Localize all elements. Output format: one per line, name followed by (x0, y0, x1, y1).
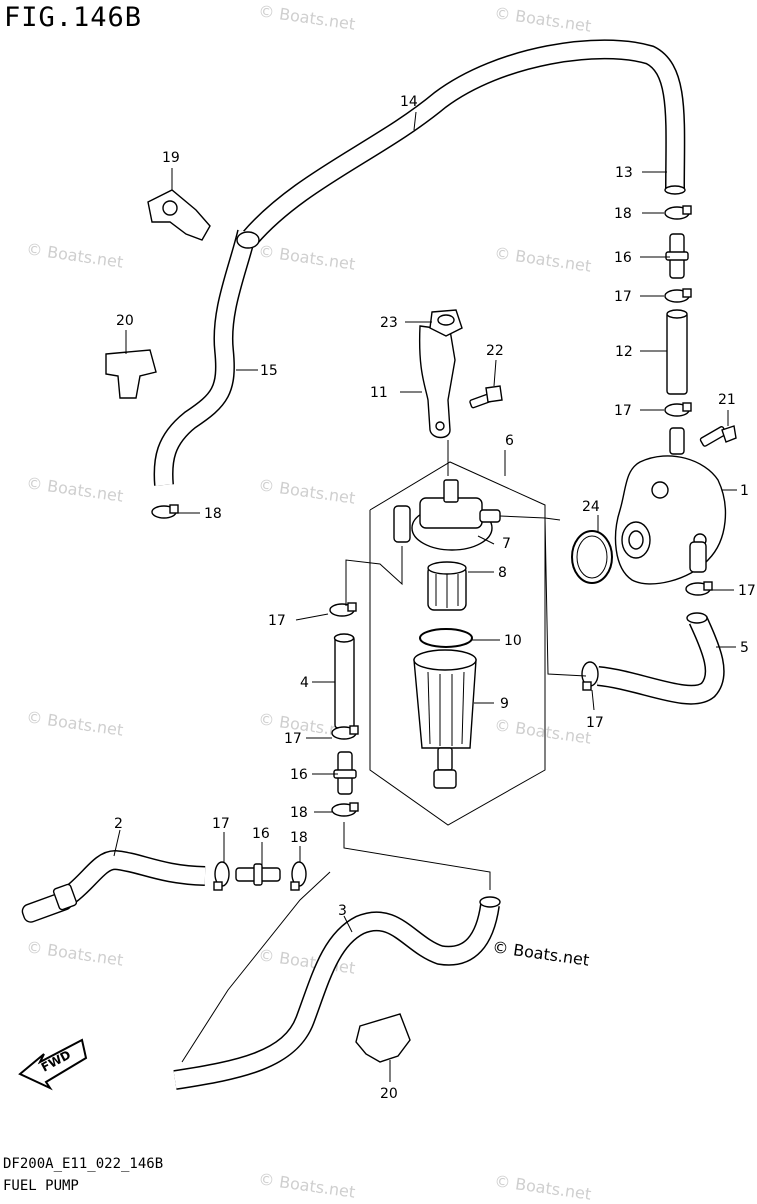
callout-24: 24 (582, 499, 600, 515)
callout-21: 21 (718, 392, 736, 408)
o-ring-10 (419, 628, 473, 648)
holder-20 (355, 1013, 411, 1063)
callout-5: 5 (740, 640, 749, 656)
filter-cup (413, 649, 477, 789)
clamp-17 (664, 288, 692, 303)
callout-18: 18 (290, 830, 308, 846)
fitting-16 (235, 863, 281, 886)
nut-23 (429, 309, 463, 337)
hose-3 (173, 896, 501, 1090)
bracket-11 (418, 325, 456, 439)
callout-18: 18 (290, 805, 308, 821)
fuel-pump (614, 427, 727, 585)
hose-13-end (664, 185, 686, 195)
clamp-17 (213, 861, 230, 891)
callout-17: 17 (586, 715, 604, 731)
connector-lines (181, 515, 587, 1063)
figure-name: FUEL PUMP (3, 1178, 79, 1194)
o-ring-24 (571, 530, 613, 584)
fitting-16 (333, 751, 357, 795)
callout-16: 16 (252, 826, 270, 842)
bolt-21 (699, 425, 737, 447)
callout-11: 11 (370, 385, 388, 401)
callout-2: 2 (114, 816, 123, 832)
callout-17: 17 (738, 583, 756, 599)
callout-1: 1 (740, 483, 749, 499)
clamp-17 (685, 581, 713, 596)
callouts: 1 2 3 4 5 6 7 8 9 10 11 12 13 14 15 16 1… (114, 94, 756, 1102)
callout-23: 23 (380, 315, 398, 331)
forward-arrow-icon: FWD (18, 1038, 88, 1091)
callout-18: 18 (204, 506, 222, 522)
callout-17: 17 (268, 613, 286, 629)
callout-13: 13 (615, 165, 633, 181)
figure-title: FIG.146B (4, 2, 143, 33)
fitting-16 (665, 233, 689, 279)
filter-element (427, 561, 467, 611)
bolt-22 (469, 385, 503, 409)
figure-code: DF200A_E11_022_146B (3, 1156, 164, 1172)
clip-19 (147, 189, 211, 241)
hose-12 (666, 309, 688, 395)
callout-14: 14 (400, 94, 418, 110)
callout-20: 20 (116, 313, 134, 329)
clamp-18 (331, 802, 359, 817)
clamp-17 (331, 725, 359, 740)
callout-12: 12 (615, 344, 633, 360)
callout-18: 18 (614, 206, 632, 222)
callout-7: 7 (502, 536, 511, 552)
hose-15 (153, 229, 260, 486)
clamp-18 (151, 504, 179, 519)
clamp-18 (290, 861, 307, 891)
clamp-17 (329, 602, 357, 617)
callout-9: 9 (500, 696, 509, 712)
callout-8: 8 (498, 565, 507, 581)
callout-3: 3 (338, 903, 347, 919)
callout-17: 17 (614, 289, 632, 305)
callout-16: 16 (290, 767, 308, 783)
clamp-17 (664, 402, 692, 417)
filter-head (393, 479, 501, 551)
callout-6: 6 (505, 433, 514, 449)
holder-20 (105, 349, 157, 399)
callout-17: 17 (614, 403, 632, 419)
hose-14 (242, 39, 686, 245)
callout-17: 17 (284, 731, 302, 747)
leader-lines (113, 111, 737, 1082)
callout-16: 16 (614, 250, 632, 266)
hose-4 (333, 633, 355, 729)
hose-2 (21, 850, 206, 923)
hose-5 (596, 612, 725, 705)
callout-19: 19 (162, 150, 180, 166)
assembly-outline-6 (369, 461, 546, 826)
callout-10: 10 (504, 633, 522, 649)
clamp-17 (581, 661, 599, 691)
callout-17: 17 (212, 816, 230, 832)
callout-15: 15 (260, 363, 278, 379)
callout-22: 22 (486, 343, 504, 359)
clamp-18 (664, 205, 692, 220)
callout-20: 20 (380, 1086, 398, 1102)
callout-4: 4 (300, 675, 309, 691)
